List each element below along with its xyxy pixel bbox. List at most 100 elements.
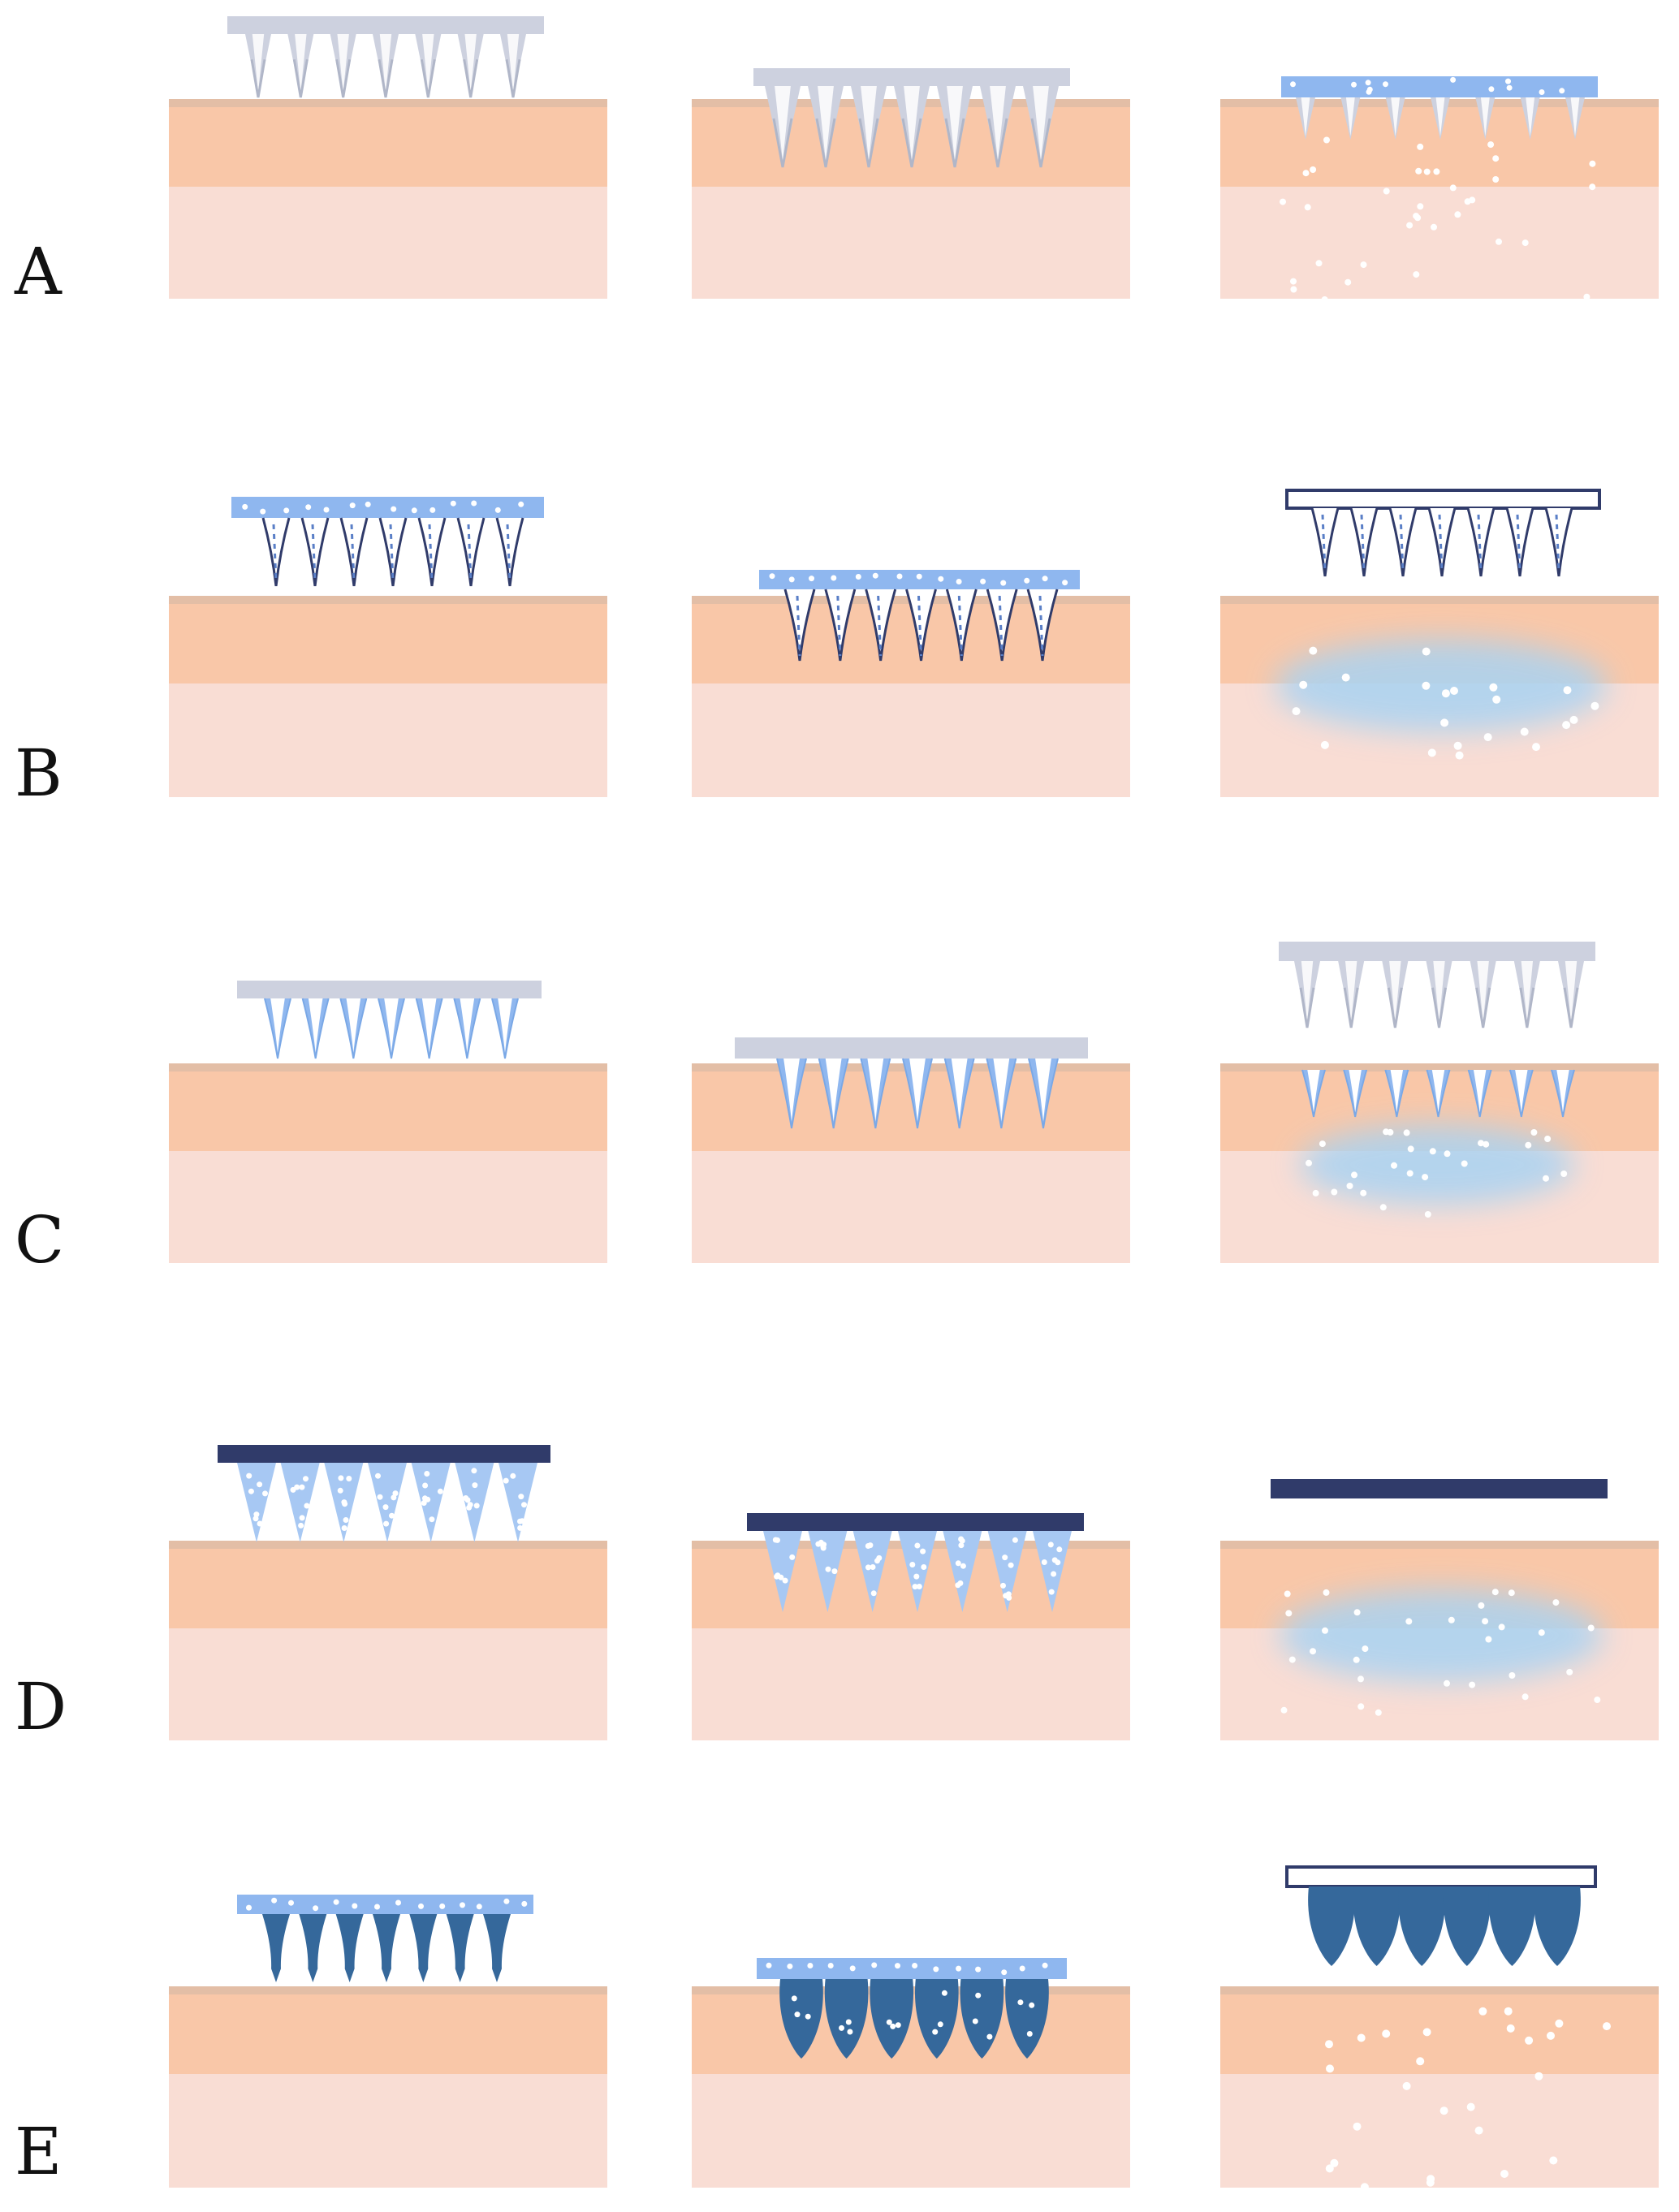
- drug-particle: [337, 1487, 343, 1494]
- drug-particle: [1346, 1183, 1353, 1189]
- drug-particle: [1042, 1962, 1048, 1968]
- drug-particle: [1562, 721, 1571, 730]
- drug-particle: [1453, 741, 1462, 750]
- drug-particle: [1285, 1610, 1293, 1617]
- drug-particle: [1051, 1557, 1058, 1563]
- drug-particle: [1331, 1188, 1338, 1196]
- needle-lumen: [1515, 1070, 1528, 1113]
- drug-particle: [1026, 2031, 1033, 2037]
- drug-particle: [1521, 1693, 1529, 1701]
- drug-particle: [1423, 168, 1431, 175]
- drug-particle: [352, 1903, 358, 1909]
- dissolving-microneedle: [898, 1531, 937, 1612]
- panel-e-inserted: [692, 1958, 1130, 2188]
- drug-particle: [257, 1520, 263, 1527]
- drug-particle: [242, 503, 248, 510]
- drug-particle: [346, 1476, 352, 1481]
- needle-lumen: [1473, 1070, 1487, 1113]
- drug-particle: [472, 1482, 478, 1489]
- drug-particle: [391, 506, 397, 512]
- drug-particle: [260, 508, 266, 515]
- drug-particle: [424, 1471, 430, 1477]
- drug-particle: [839, 2024, 844, 2031]
- drug-particle: [807, 1963, 814, 1968]
- needle-edge: [505, 58, 521, 98]
- drug-particle: [1310, 166, 1317, 173]
- drug-particle: [1415, 167, 1422, 175]
- drug-particle: [916, 573, 922, 580]
- drug-particle: [1538, 1629, 1545, 1636]
- drug-particle: [1478, 2007, 1487, 2016]
- patch-backing: [753, 68, 1070, 86]
- epidermis-layer: [1220, 1986, 1659, 2074]
- needle-edge: [463, 58, 479, 98]
- drug-particle: [1360, 1189, 1367, 1197]
- drug-particle: [1330, 2158, 1339, 2167]
- patch-backing: [227, 16, 544, 34]
- drug-particle: [1002, 1554, 1008, 1561]
- hydrogel-microneedle: [446, 1914, 474, 1982]
- stratum-corneum-line: [1220, 1986, 1659, 1994]
- drug-particle: [1000, 580, 1007, 586]
- needle-lumen: [867, 1059, 884, 1122]
- needle-lumen: [460, 998, 475, 1053]
- drug-particle: [886, 2019, 892, 2025]
- drug-particle: [1422, 1174, 1429, 1181]
- drug-particle: [1591, 701, 1599, 710]
- drug-particle: [1482, 1618, 1489, 1625]
- drug-particle: [421, 1500, 427, 1506]
- drug-particle: [1309, 646, 1318, 655]
- needle-edge: [1475, 987, 1491, 1028]
- drug-particle: [794, 2011, 801, 2018]
- stratum-corneum-line: [1220, 1541, 1659, 1549]
- patch-backing: [237, 981, 542, 998]
- drug-particle: [1520, 727, 1529, 736]
- drug-particle: [1426, 2178, 1435, 2187]
- drug-particle: [450, 500, 456, 507]
- needle-lumen: [1035, 1059, 1051, 1122]
- needle-edge: [901, 118, 922, 168]
- drug-particle: [1449, 184, 1457, 192]
- drug-particle: [425, 1496, 431, 1503]
- drug-particle: [956, 579, 962, 584]
- panel-a-after-removal: [1220, 76, 1659, 303]
- needle-edge: [292, 58, 309, 98]
- drug-particle: [772, 1537, 779, 1543]
- needle-highlight: [775, 86, 791, 161]
- needle-coating: [1038, 595, 1044, 657]
- drug-particle: [980, 578, 986, 584]
- needle-highlight: [1391, 97, 1401, 136]
- drug-particle: [383, 1520, 390, 1527]
- drug-particle: [1488, 86, 1495, 93]
- drug-particle: [1351, 81, 1357, 88]
- drug-particle: [1290, 81, 1296, 88]
- drug-particle: [1566, 1668, 1573, 1675]
- drug-particle: [805, 2013, 811, 2020]
- panel-d-after-removal: [1220, 1479, 1659, 1740]
- drug-particle: [391, 1494, 397, 1501]
- drug-particle: [262, 1490, 268, 1497]
- coated-microneedle: [1388, 507, 1418, 577]
- drug-particle: [521, 1900, 528, 1907]
- coated-microneedle: [945, 589, 978, 662]
- drug-particle: [1474, 2126, 1483, 2135]
- drug-particle: [1288, 1656, 1296, 1663]
- hydrogel-microneedle: [335, 1914, 364, 1982]
- needle-edge: [858, 118, 879, 168]
- drug-particle: [1469, 196, 1476, 204]
- needle-lumen: [270, 998, 285, 1053]
- panel-c-before-insertion: [169, 981, 607, 1263]
- drug-particle: [1310, 1648, 1316, 1655]
- drug-particle: [1062, 580, 1068, 586]
- drug-particle: [932, 2029, 939, 2035]
- drug-particle: [831, 1568, 838, 1575]
- row-label-e: E: [15, 2114, 62, 2189]
- drug-loaded-backing: [231, 497, 544, 518]
- needle-highlight: [507, 34, 520, 93]
- hydrogel-microneedle: [1488, 1886, 1536, 1966]
- drug-particle: [959, 1537, 965, 1544]
- drug-particle: [395, 1899, 401, 1906]
- drug-particle: [1539, 89, 1545, 95]
- drug-particle: [1325, 2040, 1333, 2049]
- panel-d-inserted: [692, 1513, 1130, 1740]
